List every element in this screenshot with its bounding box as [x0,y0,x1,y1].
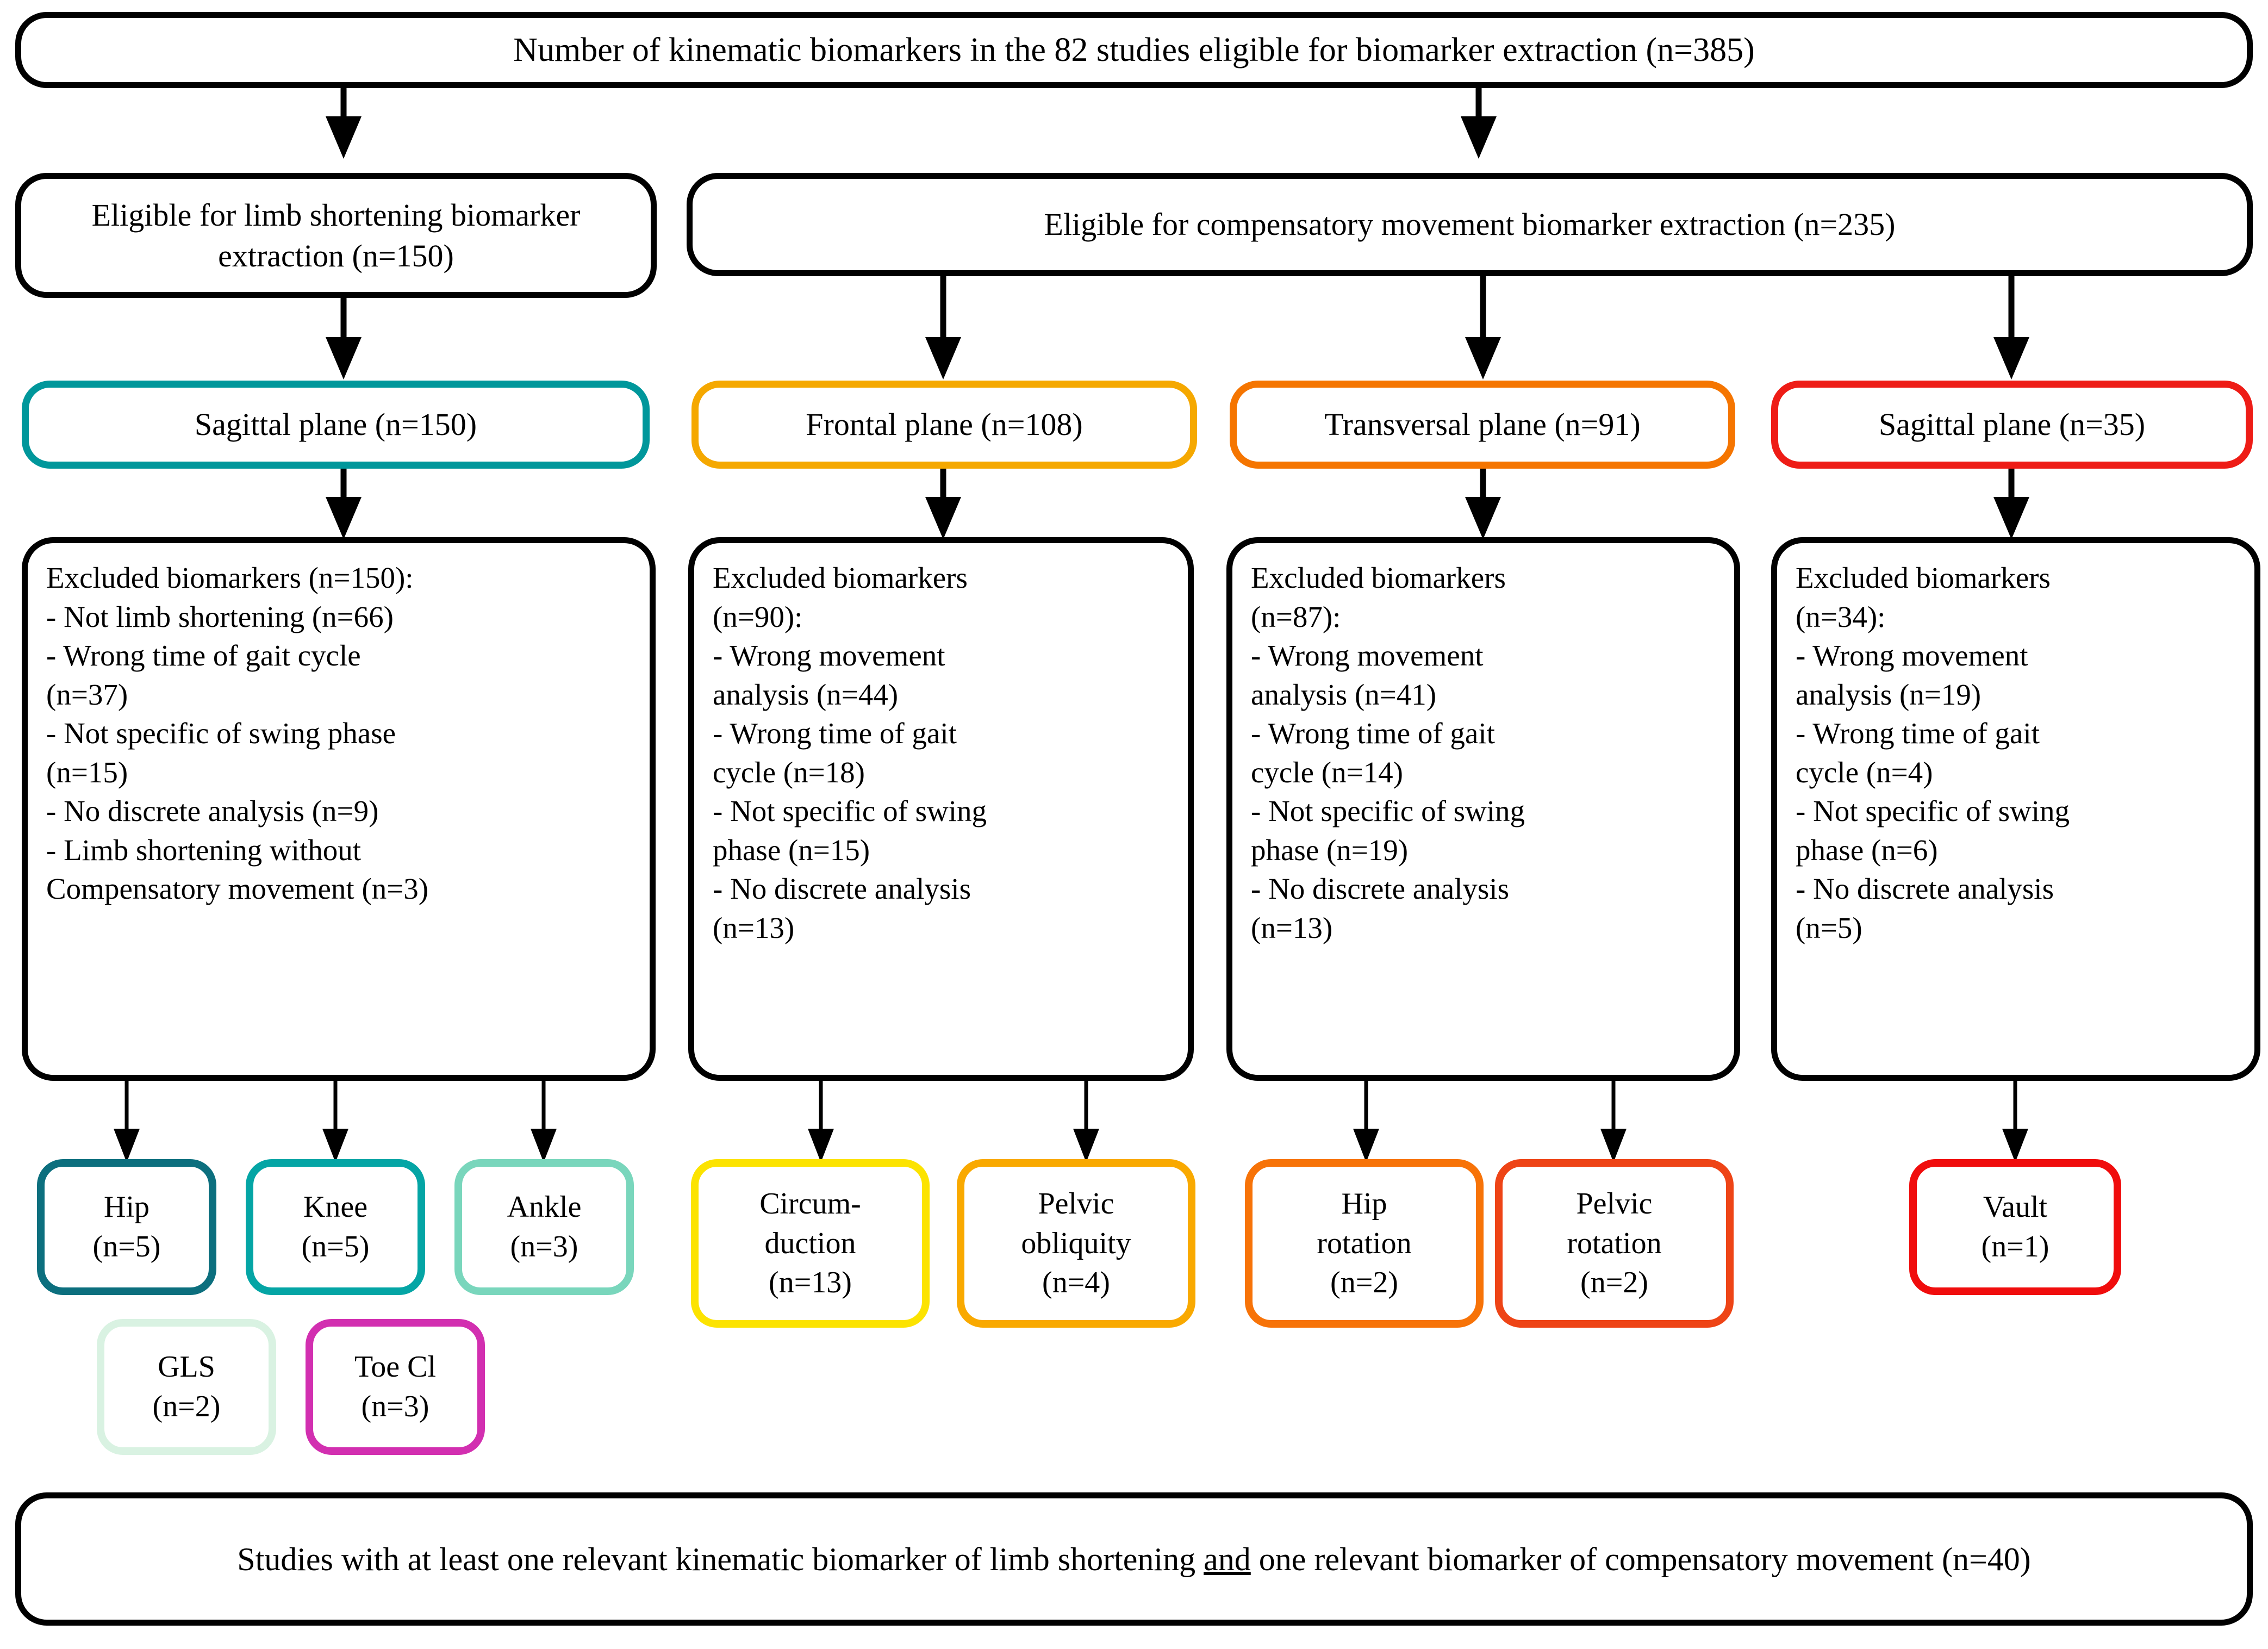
box-plane-frontal-label: Frontal plane (n=108) [806,407,1083,443]
box-outcome-knee-label: Knee (n=5) [301,1190,370,1264]
box-eligible-compensatory: Eligible for compensatory movement bioma… [687,173,2253,276]
box-plane-transversal-label: Transversal plane (n=91) [1324,407,1641,443]
box-excluded-sagittal-limb-text: Excluded biomarkers (n=150): - Not limb … [46,561,429,905]
box-outcome-toe-clearance: Toe Cl (n=3) [306,1319,485,1455]
box-footer-studies: Studies with at least one relevant kinem… [15,1492,2253,1626]
box-eligible-limb-shortening: Eligible for limb shortening biomarker e… [15,173,657,298]
box-outcome-hip-rotation-label: Hip rotation (n=2) [1317,1186,1412,1300]
box-outcome-ankle-label: Ankle (n=3) [507,1190,582,1264]
box-outcome-hip-label: Hip (n=5) [92,1190,161,1264]
footer-text-part2: one relevant biomarker of compensatory m… [1250,1541,2031,1577]
box-outcome-circumduction-label: Circum- duction (n=13) [759,1186,861,1300]
box-outcome-gls: GLS (n=2) [97,1319,276,1455]
box-outcome-pelvic-obliquity-label: Pelvic obliquity (n=4) [1021,1186,1131,1300]
box-outcome-hip: Hip (n=5) [37,1159,216,1295]
box-excluded-frontal-text: Excluded biomarkers (n=90): - Wrong move… [713,561,987,944]
box-plane-frontal: Frontal plane (n=108) [691,381,1197,469]
box-plane-sagittal-limb-label: Sagittal plane (n=150) [194,407,477,443]
box-outcome-pelvic-obliquity: Pelvic obliquity (n=4) [957,1159,1195,1328]
box-outcome-gls-label: GLS (n=2) [152,1350,221,1423]
top-box-label: Number of kinematic biomarkers in the 82… [513,31,1755,69]
box-outcome-knee: Knee (n=5) [246,1159,425,1295]
box-outcome-pelvic-rotation-label: Pelvic rotation (n=2) [1567,1186,1662,1300]
footer-text-part1: Studies with at least one relevant kinem… [237,1541,1204,1577]
box-outcome-vault-label: Vault (n=1) [1981,1190,2049,1264]
box-outcome-pelvic-rotation: Pelvic rotation (n=2) [1495,1159,1734,1328]
box-plane-transversal: Transversal plane (n=91) [1230,381,1735,469]
box-plane-sagittal-comp-label: Sagittal plane (n=35) [1878,407,2146,443]
box-excluded-sagittal-comp: Excluded biomarkers (n=34): - Wrong move… [1771,537,2260,1081]
box-excluded-sagittal-limb: Excluded biomarkers (n=150): - Not limb … [22,537,656,1081]
box-excluded-transversal: Excluded biomarkers (n=87): - Wrong move… [1226,537,1740,1081]
box-footer-studies-label: Studies with at least one relevant kinem… [21,1538,2247,1580]
box-excluded-transversal-text: Excluded biomarkers (n=87): - Wrong move… [1251,561,1525,944]
box-plane-sagittal-limb: Sagittal plane (n=150) [22,381,650,469]
box-outcome-toe-clearance-label: Toe Cl (n=3) [354,1350,437,1423]
box-outcome-vault: Vault (n=1) [1909,1159,2121,1295]
box-excluded-sagittal-comp-text: Excluded biomarkers (n=34): - Wrong move… [1796,561,2070,944]
box-outcome-ankle: Ankle (n=3) [454,1159,634,1295]
box-outcome-hip-rotation: Hip rotation (n=2) [1245,1159,1484,1328]
footer-text-emphasis: and [1204,1541,1251,1577]
box-outcome-circumduction: Circum- duction (n=13) [691,1159,930,1328]
box-excluded-frontal: Excluded biomarkers (n=90): - Wrong move… [688,537,1194,1081]
top-box-total-biomarkers: Number of kinematic biomarkers in the 82… [15,12,2253,88]
box-eligible-compensatory-label: Eligible for compensatory movement bioma… [1044,207,1896,242]
box-plane-sagittal-comp: Sagittal plane (n=35) [1771,381,2253,469]
box-eligible-limb-shortening-label: Eligible for limb shortening biomarker e… [91,197,581,273]
